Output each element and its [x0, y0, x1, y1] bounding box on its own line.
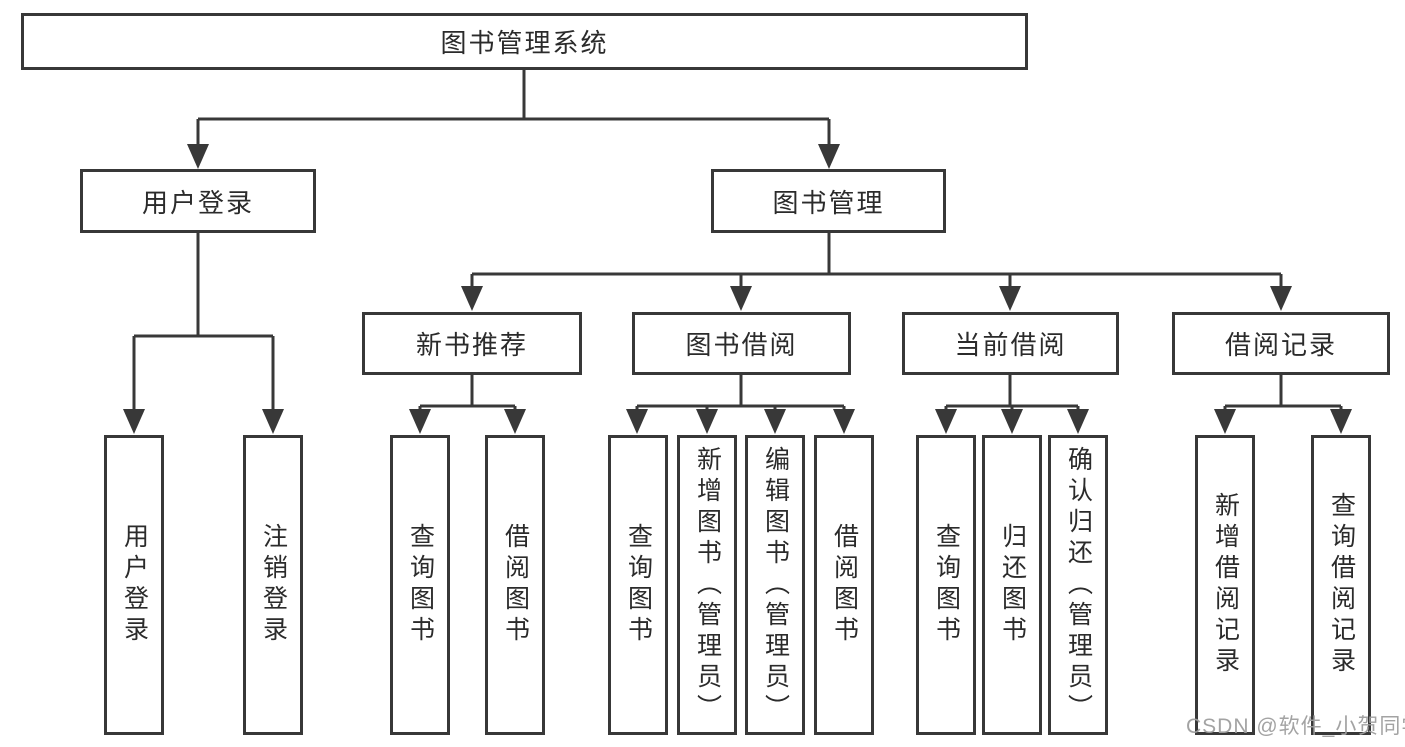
- leaf-return-book: 归还图书: [982, 435, 1042, 735]
- leaf-query-borrow-record: 查询借阅记录: [1311, 435, 1371, 735]
- node-user-login: 用户登录: [80, 169, 316, 233]
- leaf-logout: 注销登录: [243, 435, 303, 735]
- arrowhead-icons: [123, 144, 1352, 434]
- leaf-label: 用户登录: [120, 523, 149, 647]
- leaf-label: 查询图书: [406, 523, 435, 647]
- leaf-add-book-admin: 新增图书（管理员）: [677, 435, 737, 735]
- leaf-label: 查询图书: [932, 523, 961, 647]
- leaf-label: 确认归还（管理员）: [1064, 445, 1093, 725]
- leaf-label: 新增图书（管理员）: [693, 445, 722, 725]
- node-new-book-recommend: 新书推荐: [362, 312, 582, 375]
- leaf-label: 查询图书: [624, 523, 653, 647]
- leaf-user-login: 用户登录: [104, 435, 164, 735]
- leaf-label: 编辑图书（管理员）: [761, 445, 790, 725]
- leaf-borrow-book: 借阅图书: [485, 435, 545, 735]
- leaf-query-book: 查询图书: [916, 435, 976, 735]
- leaf-label: 查询借阅记录: [1327, 492, 1356, 678]
- node-book-borrow: 图书借阅: [632, 312, 851, 375]
- leaf-label: 借阅图书: [501, 523, 530, 647]
- leaf-query-book: 查询图书: [390, 435, 450, 735]
- leaf-confirm-return-admin: 确认归还（管理员）: [1048, 435, 1108, 735]
- node-book-management: 图书管理: [711, 169, 946, 233]
- leaf-label: 归还图书: [998, 523, 1027, 647]
- leaf-query-book: 查询图书: [608, 435, 668, 735]
- node-borrow-records: 借阅记录: [1172, 312, 1390, 375]
- leaf-add-borrow-record: 新增借阅记录: [1195, 435, 1255, 735]
- leaf-label: 新增借阅记录: [1211, 492, 1240, 678]
- leaf-label: 借阅图书: [830, 523, 859, 647]
- leaf-label: 注销登录: [259, 523, 288, 647]
- node-root: 图书管理系统: [21, 13, 1028, 70]
- node-current-borrow: 当前借阅: [902, 312, 1119, 375]
- leaf-borrow-book: 借阅图书: [814, 435, 874, 735]
- watermark: CSDN @软件_小贺同学: [1186, 715, 1405, 738]
- leaf-edit-book-admin: 编辑图书（管理员）: [745, 435, 805, 735]
